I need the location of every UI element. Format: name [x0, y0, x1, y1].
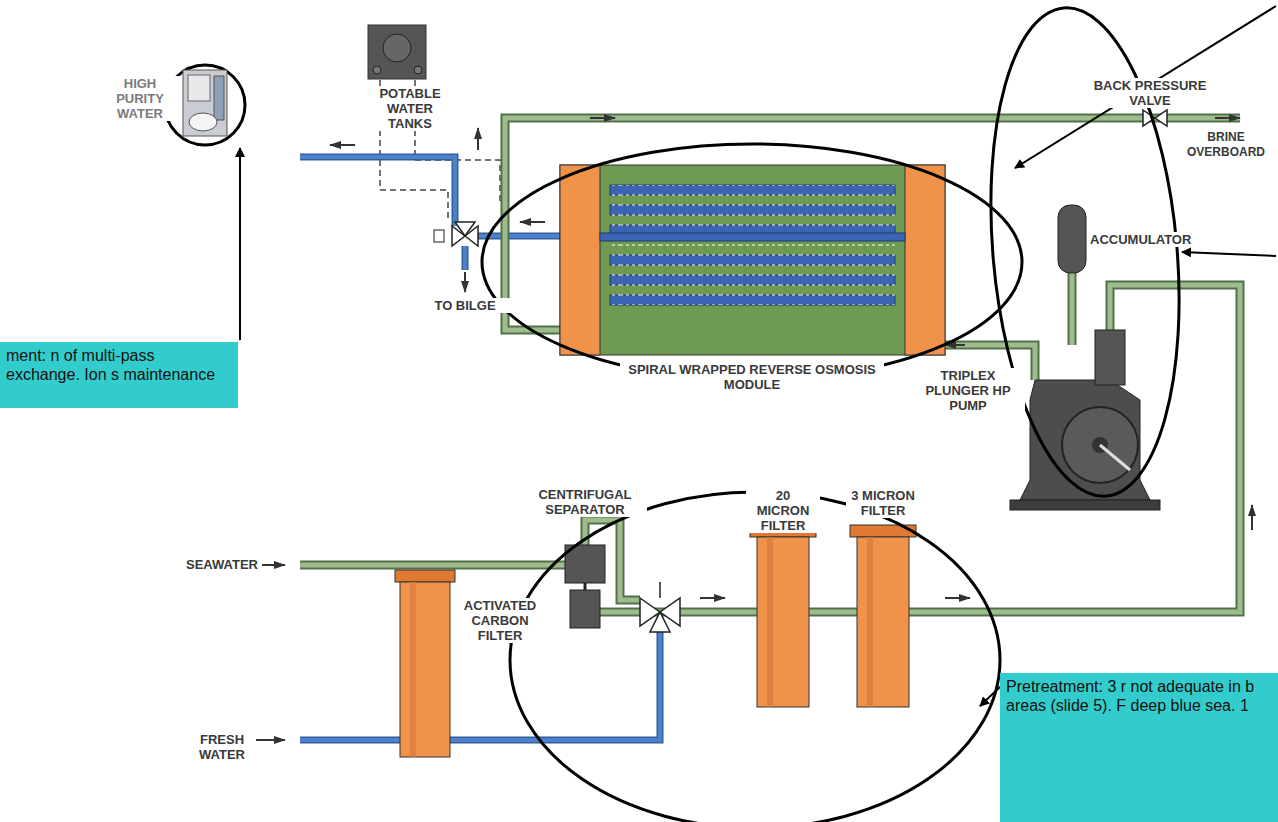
part-label: POTABLE WATER TANKS: [369, 86, 451, 131]
callout-text: ment: n of multi-pass exchange. Ion s ma…: [6, 346, 232, 384]
callout-box: ment: n of multi-pass exchange. Ion s ma…: [0, 342, 238, 408]
part-label: 3 MICRON FILTER: [846, 488, 920, 518]
part-label: BRINE OVERBOARD: [1178, 130, 1274, 160]
part-label: SPIRAL WRAPPED REVERSE OSMOSIS MODULE: [620, 362, 884, 392]
part-label: SEAWATER: [182, 557, 262, 572]
part-label: BACK PRESSURE VALVE: [1083, 78, 1217, 108]
part-label: 20 MICRON FILTER: [746, 488, 820, 533]
part-label: FRESH WATER: [188, 732, 256, 762]
part-label: ACTIVATED CARBON FILTER: [459, 598, 541, 643]
part-label: ACCUMULATOR: [1088, 232, 1192, 247]
part-label: HIGH PURITY WATER: [98, 76, 182, 121]
callout-text: Pretreatment: 3 r not adequate in b area…: [1006, 677, 1272, 715]
callout-box: Pretreatment: 3 r not adequate in b area…: [1000, 673, 1278, 822]
part-label: TRIPLEX PLUNGER HP PUMP: [911, 368, 1025, 413]
part-label: CENTRIFUGAL SEPARATOR: [523, 487, 647, 517]
part-label: TO BILGE: [418, 298, 512, 313]
